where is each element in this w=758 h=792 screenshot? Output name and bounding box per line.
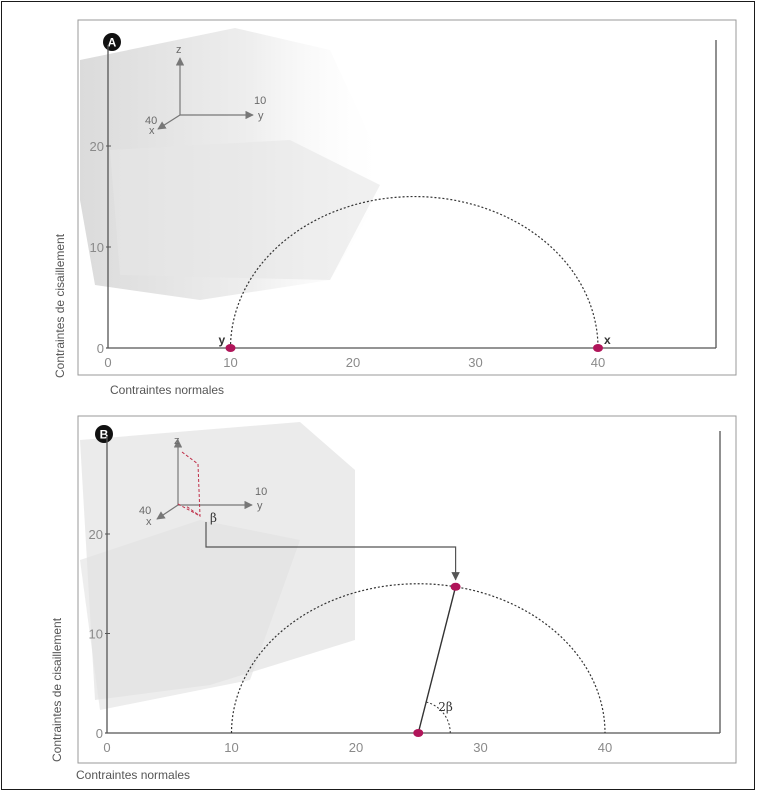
x-tick-label-b-3: 30 (473, 740, 487, 755)
x-tick-label-a-0: 0 (104, 355, 111, 370)
y-tick-label-a-2: 20 (90, 139, 104, 154)
x-tick-label-b-2: 20 (349, 740, 363, 755)
y-axis-label-a: Contraintes de cisaillement (53, 233, 67, 378)
x-tick-label-a-2: 20 (346, 355, 360, 370)
y-tick-label-a-1: 10 (90, 240, 104, 255)
point-label-a-1: x (604, 333, 611, 347)
inset-z-label-a: z (176, 44, 182, 56)
inset-beta-label-b: β (210, 511, 217, 525)
inset-x-value-a: 40 (145, 115, 157, 127)
x-arrow-a (157, 114, 181, 130)
x-tick-label-b-4: 40 (598, 740, 612, 755)
x-tick-label-b-0: 0 (103, 740, 110, 755)
panel-b-badge (95, 425, 113, 443)
rock-shadow-b (80, 520, 300, 710)
x-tick-label-a-1: 10 (223, 355, 237, 370)
panel-a-label: A (108, 36, 117, 50)
angle-label-b: 2β (438, 700, 453, 714)
panel-a: A Contraintes normales Contraintes de ci… (53, 19, 737, 397)
plane-dashed-b (181, 451, 201, 517)
x-arrow-b (156, 504, 179, 520)
y-tick-label-b-1: 10 (89, 627, 103, 642)
point-label-a-0: y (219, 333, 226, 347)
ticks-a: 0 10 20 30 40 0 10 20 (90, 139, 606, 370)
rock-shadow-a (110, 140, 380, 280)
data-point-a-1 (593, 344, 603, 352)
points-b (413, 582, 461, 737)
y-tick-label-a-0: 0 (97, 341, 104, 356)
angle-arc-b (426, 701, 451, 734)
y-axis-label-b: Contraintes de cisaillement (50, 617, 64, 762)
ticks-b: 0 10 20 30 40 0 10 20 (89, 527, 613, 755)
connector-arrow-b (205, 522, 460, 581)
x-axis-label-a: Contraintes normales (110, 383, 224, 397)
plane-base-b (177, 503, 201, 517)
panel-b: B 2β Contraintes normales Contraintes de… (50, 415, 737, 782)
inset-x-label-a: x (149, 125, 155, 137)
y-tick-label-b-0: 0 (96, 726, 103, 741)
data-point-b-1 (450, 582, 461, 591)
x-tick-label-b-1: 10 (224, 740, 238, 755)
mohr-circle-b (230, 583, 606, 734)
inset-axes-a: z y x 10 40 (145, 44, 266, 137)
data-point-a-0 (225, 344, 236, 352)
y-tick-label-b-2: 20 (89, 527, 103, 542)
inset-y-label-a: y (258, 110, 264, 122)
inset-x-value-b: 40 (139, 505, 151, 517)
inset-x-label-b: x (146, 516, 152, 528)
mohr-circle-a (229, 195, 599, 349)
inset-y-value-b: 10 (255, 486, 267, 498)
inset-axes-b: z y x 10 40 β (139, 435, 267, 528)
data-point-b-0 (413, 729, 424, 737)
x-tick-label-a-3: 30 (468, 355, 482, 370)
radius-line-b (417, 586, 457, 734)
panel-b-label: B (100, 428, 109, 442)
inset-z-label-b: z (174, 435, 180, 447)
x-tick-label-a-4: 40 (591, 355, 605, 370)
inset-y-label-b: y (257, 500, 263, 512)
x-axis-label-b: Contraintes normales (76, 768, 190, 782)
inset-y-value-a: 10 (254, 95, 266, 107)
